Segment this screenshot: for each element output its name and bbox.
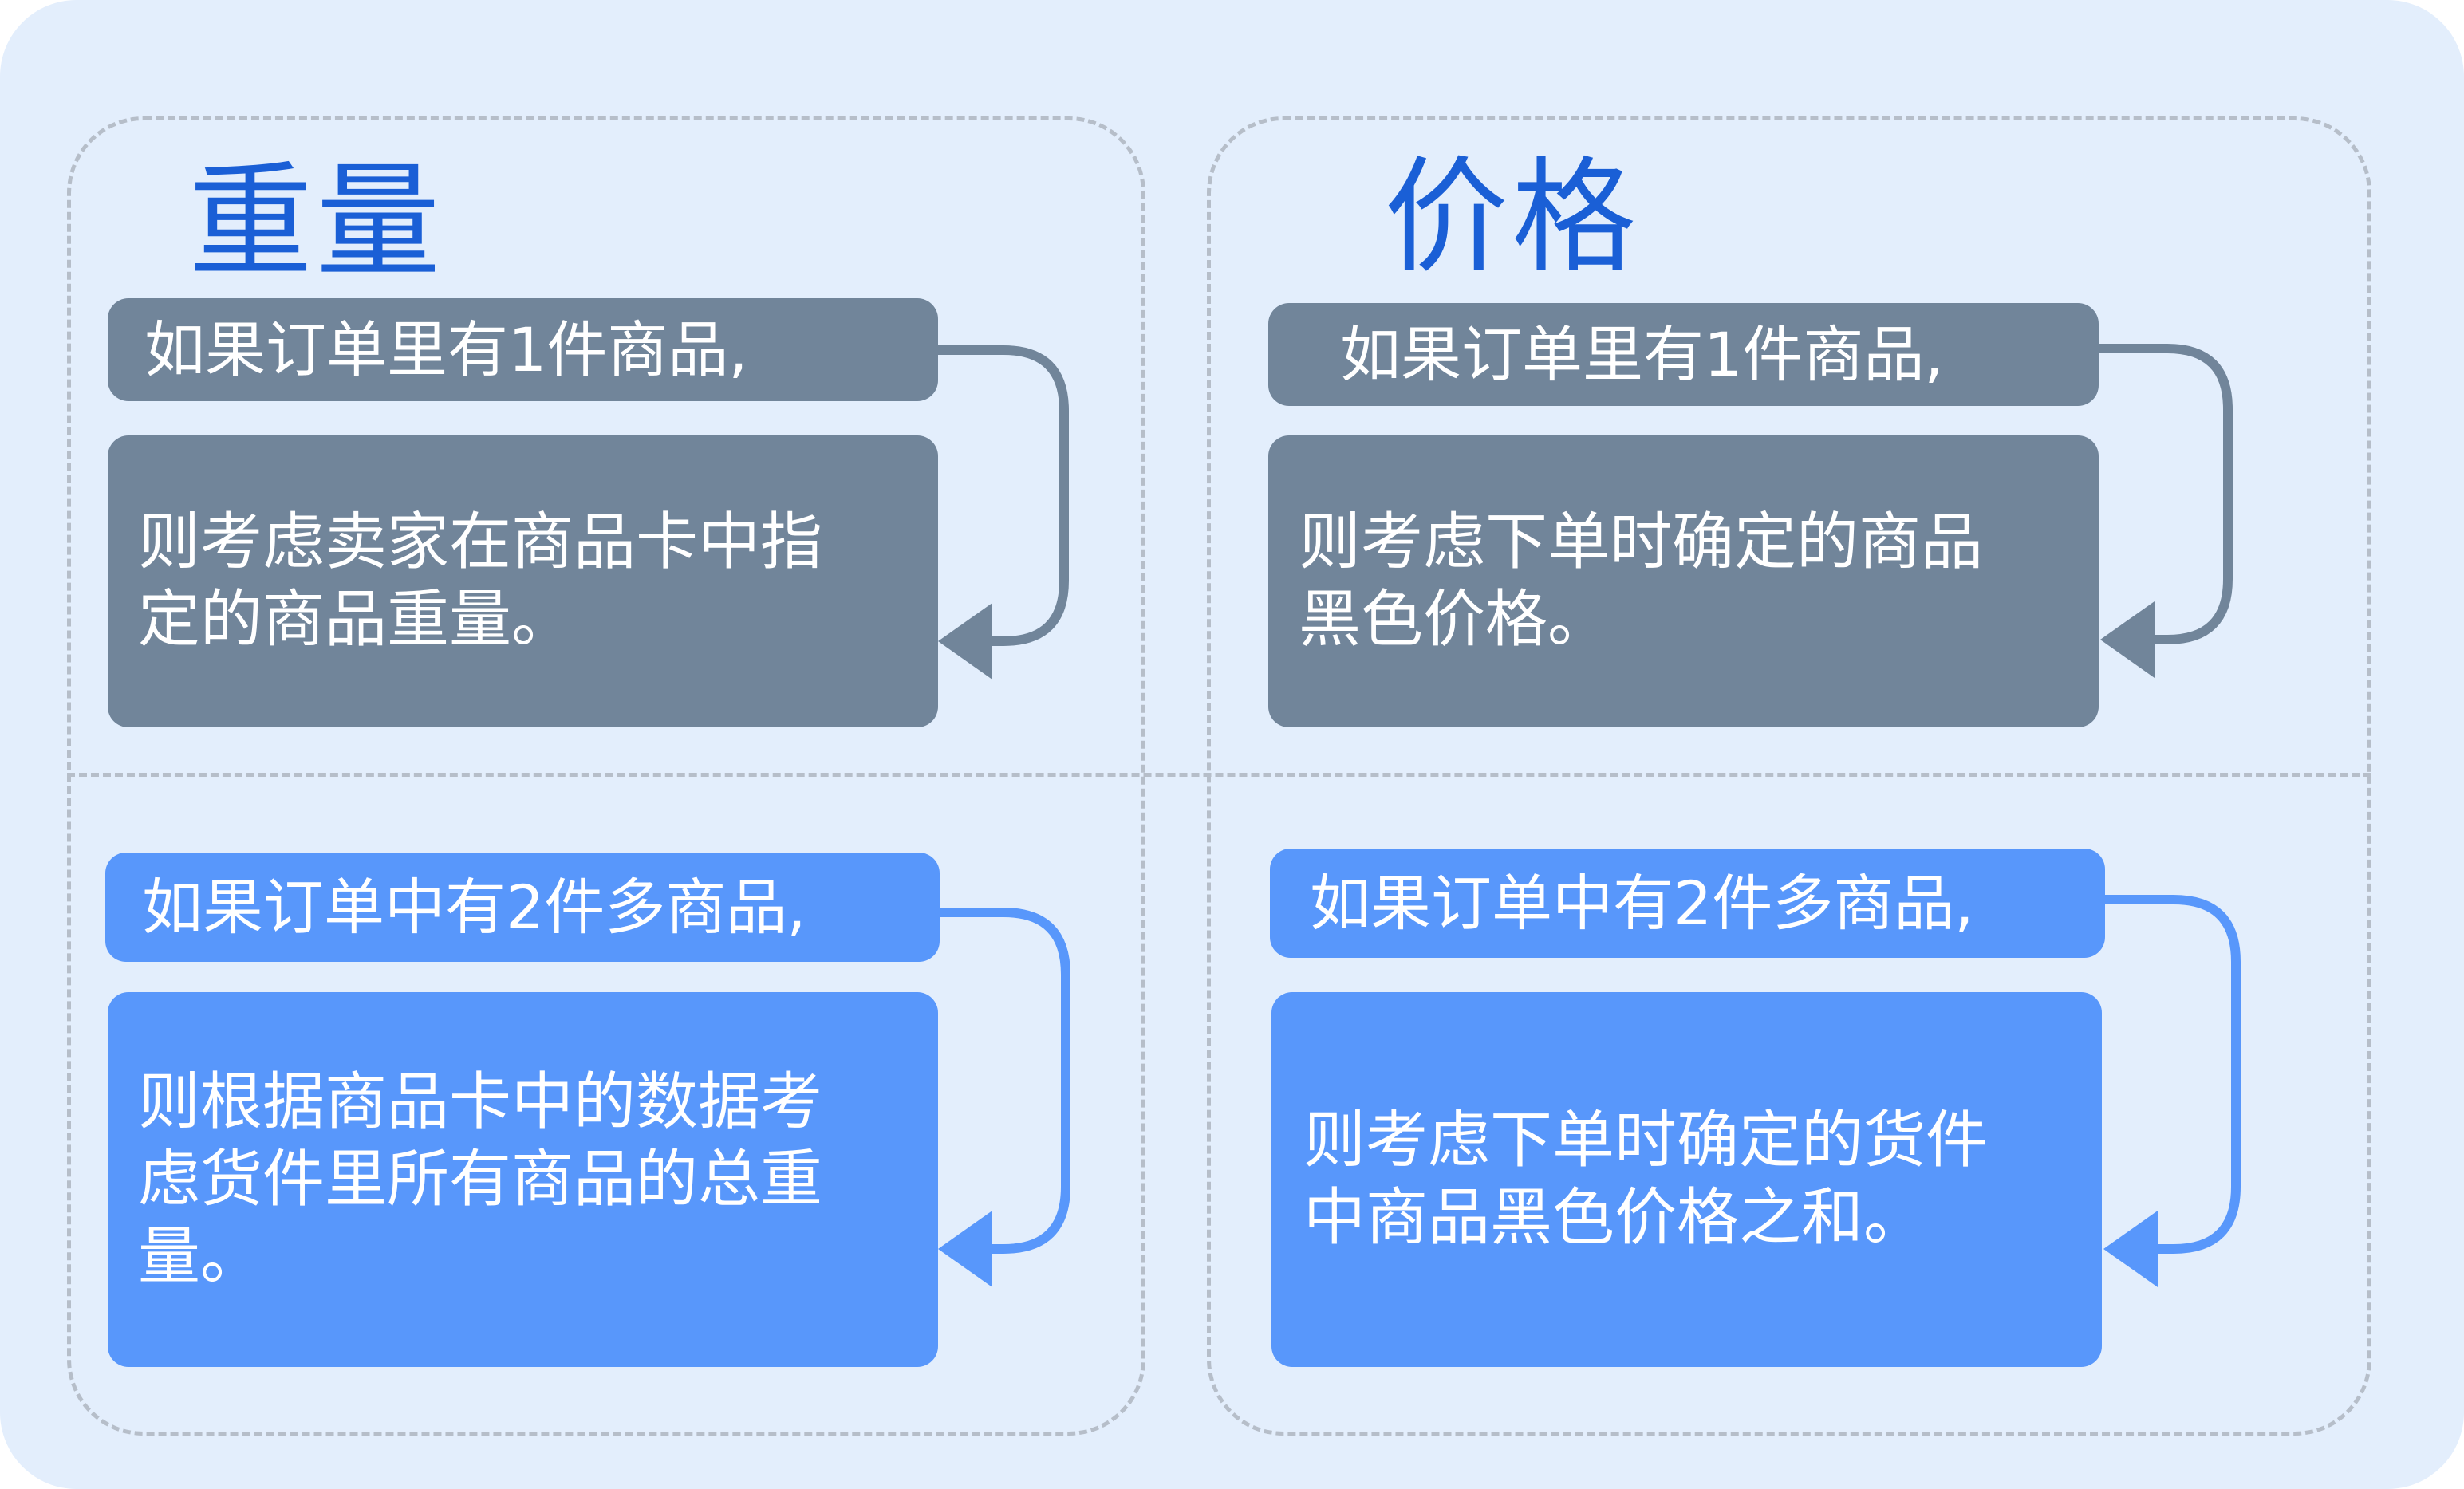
weight-single-condition: 如果订单里有1件商品, [108,298,938,401]
price-single-condition-text: 如果订单里有1件商品, [1340,318,1944,390]
weight-multiple-condition-text: 如果订单中有2件多商品, [142,871,806,943]
price-title: 价格 [1384,144,1639,290]
price-multiple-condition-text: 如果订单中有2件多商品, [1310,867,1974,939]
price-single-result: 则考虑下单时确定的商品黑色价格。 [1268,435,2099,727]
price-multiple-result-text: 则考虑下单时确定的货件中商品黑色价格之和。 [1303,1105,1989,1254]
row-divider [67,773,2371,777]
weight-single-result: 则考虑卖家在商品卡中指定的商品重量。 [108,435,938,727]
weight-multiple-result: 则根据商品卡中的数据考虑货件里所有商品的总重量。 [108,992,938,1367]
price-multiple-condition: 如果订单中有2件多商品, [1270,849,2105,958]
weight-single-condition-text: 如果订单里有1件商品, [144,313,748,385]
price-single-condition: 如果订单里有1件商品, [1268,303,2099,406]
price-single-result-text: 则考虑下单时确定的商品黑色价格。 [1299,506,1984,656]
weight-title: 重量 [188,149,444,294]
weight-multiple-result-text: 则根据商品卡中的数据考虑货件里所有商品的总重量。 [138,1066,823,1293]
weight-single-result-text: 则考虑卖家在商品卡中指定的商品重量。 [138,506,823,656]
weight-multiple-condition: 如果订单中有2件多商品, [105,853,940,962]
price-multiple-result: 则考虑下单时确定的货件中商品黑色价格之和。 [1271,992,2102,1367]
